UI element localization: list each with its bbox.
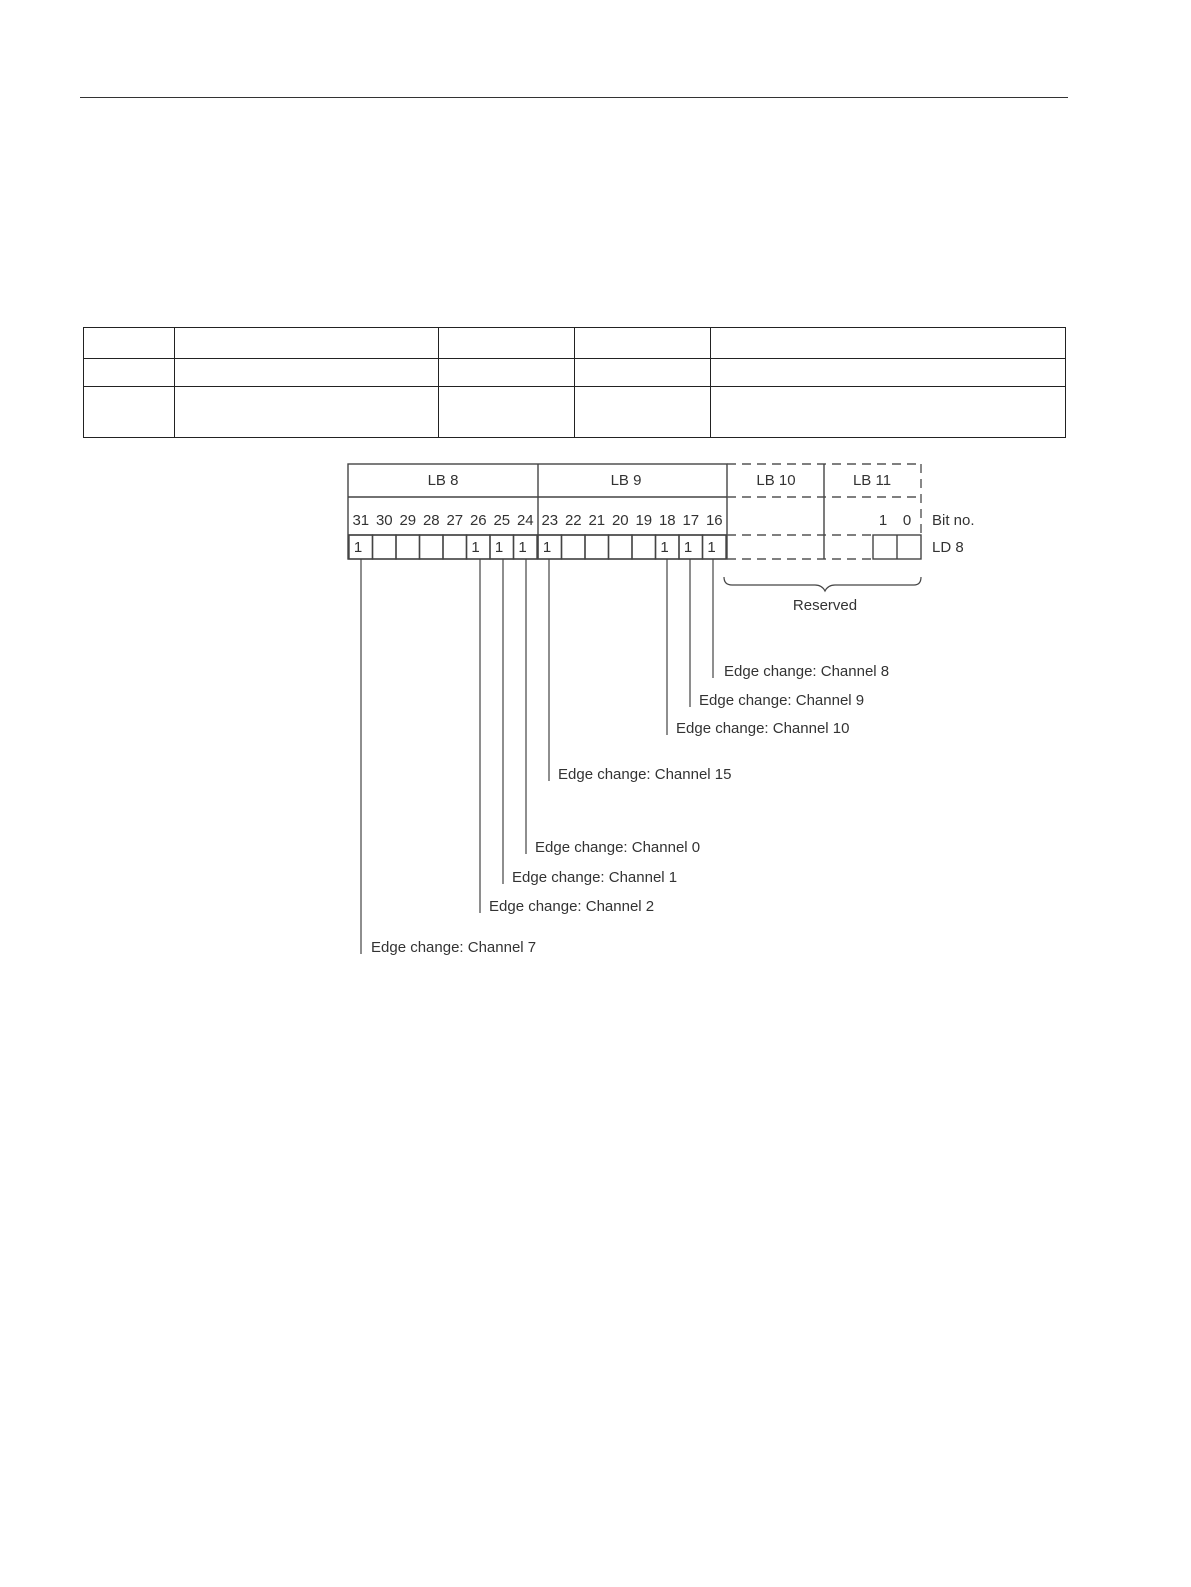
bit-cell bbox=[560, 534, 586, 560]
callout-channel-8: Edge change: Channel 8 bbox=[712, 559, 889, 680]
bit-value: 1 bbox=[543, 539, 551, 556]
callout-channel-0: Edge change: Channel 0 bbox=[525, 559, 700, 856]
bit-number: 21 bbox=[588, 512, 605, 529]
reserved-brace bbox=[723, 576, 922, 593]
bit-no-label: Bit no. bbox=[932, 512, 975, 529]
callout-text: Edge change: Channel 9 bbox=[699, 692, 864, 709]
bit-cell bbox=[418, 534, 444, 560]
bit-cell bbox=[701, 534, 727, 560]
bit-cell bbox=[584, 534, 610, 560]
lb11-bit-number: 1 bbox=[879, 512, 887, 529]
bit-number: 25 bbox=[493, 512, 510, 529]
callout-channel-15: Edge change: Channel 15 bbox=[548, 559, 731, 783]
bit-cell bbox=[607, 534, 633, 560]
header-rule bbox=[80, 97, 1068, 98]
bit-number: 29 bbox=[399, 512, 416, 529]
bit-value: 1 bbox=[495, 539, 503, 556]
callout-channel-7: Edge change: Channel 7 bbox=[360, 559, 536, 956]
bit-number: 20 bbox=[612, 512, 629, 529]
bit-cell bbox=[512, 534, 538, 560]
lb11-bit-number: 0 bbox=[903, 512, 911, 529]
callout-text: Edge change: Channel 7 bbox=[371, 939, 536, 956]
callout-channel-9: Edge change: Channel 9 bbox=[689, 559, 864, 709]
callout-text: Edge change: Channel 15 bbox=[558, 766, 731, 783]
bit-number: 23 bbox=[541, 512, 558, 529]
bit-value: 1 bbox=[660, 539, 668, 556]
bit-cell bbox=[395, 534, 421, 560]
bit-number: 17 bbox=[682, 512, 699, 529]
bit-number: 19 bbox=[635, 512, 652, 529]
bit-cell bbox=[442, 534, 468, 560]
bit-value: 1 bbox=[684, 539, 692, 556]
ld8-label: LD 8 bbox=[932, 539, 964, 556]
bit-cell bbox=[371, 534, 397, 560]
byte-label-lb10: LB 10 bbox=[756, 472, 795, 489]
reserved-label: Reserved bbox=[793, 597, 857, 614]
bit-value: 1 bbox=[518, 539, 526, 556]
bit-number: 22 bbox=[565, 512, 582, 529]
byte-label-lb8: LB 8 bbox=[428, 472, 459, 489]
byte-label-lb9: LB 9 bbox=[611, 472, 642, 489]
callout-text: Edge change: Channel 8 bbox=[724, 663, 889, 680]
table-row bbox=[83, 327, 1066, 359]
callout-channel-10: Edge change: Channel 10 bbox=[666, 559, 849, 737]
bit-number: 30 bbox=[376, 512, 393, 529]
callout-channel-2: Edge change: Channel 2 bbox=[479, 559, 654, 915]
bit-number-row: 31 30 29 28 27 26 25 24 23 22 21 20 19 18 17 16 bbox=[352, 512, 722, 529]
bit-number: 24 bbox=[517, 512, 534, 529]
bit-value: 1 bbox=[707, 539, 715, 556]
table-row bbox=[83, 386, 1066, 438]
bit-cell bbox=[631, 534, 657, 560]
callout-text: Edge change: Channel 2 bbox=[489, 898, 654, 915]
callout-text: Edge change: Channel 1 bbox=[512, 869, 677, 886]
bit-number: 27 bbox=[446, 512, 463, 529]
bit-value: 1 bbox=[471, 539, 479, 556]
bit-number: 18 bbox=[659, 512, 676, 529]
bit-number: 26 bbox=[470, 512, 487, 529]
empty-table bbox=[83, 327, 1066, 438]
bit-number: 28 bbox=[423, 512, 440, 529]
callout-text: Edge change: Channel 10 bbox=[676, 720, 849, 737]
callout-channel-1: Edge change: Channel 1 bbox=[502, 559, 677, 886]
byte-label-lb11: LB 11 bbox=[853, 472, 891, 489]
bit-number: 16 bbox=[706, 512, 723, 529]
bit-number: 31 bbox=[352, 512, 369, 529]
callout-text: Edge change: Channel 0 bbox=[535, 839, 700, 856]
bit-value: 1 bbox=[354, 539, 362, 556]
